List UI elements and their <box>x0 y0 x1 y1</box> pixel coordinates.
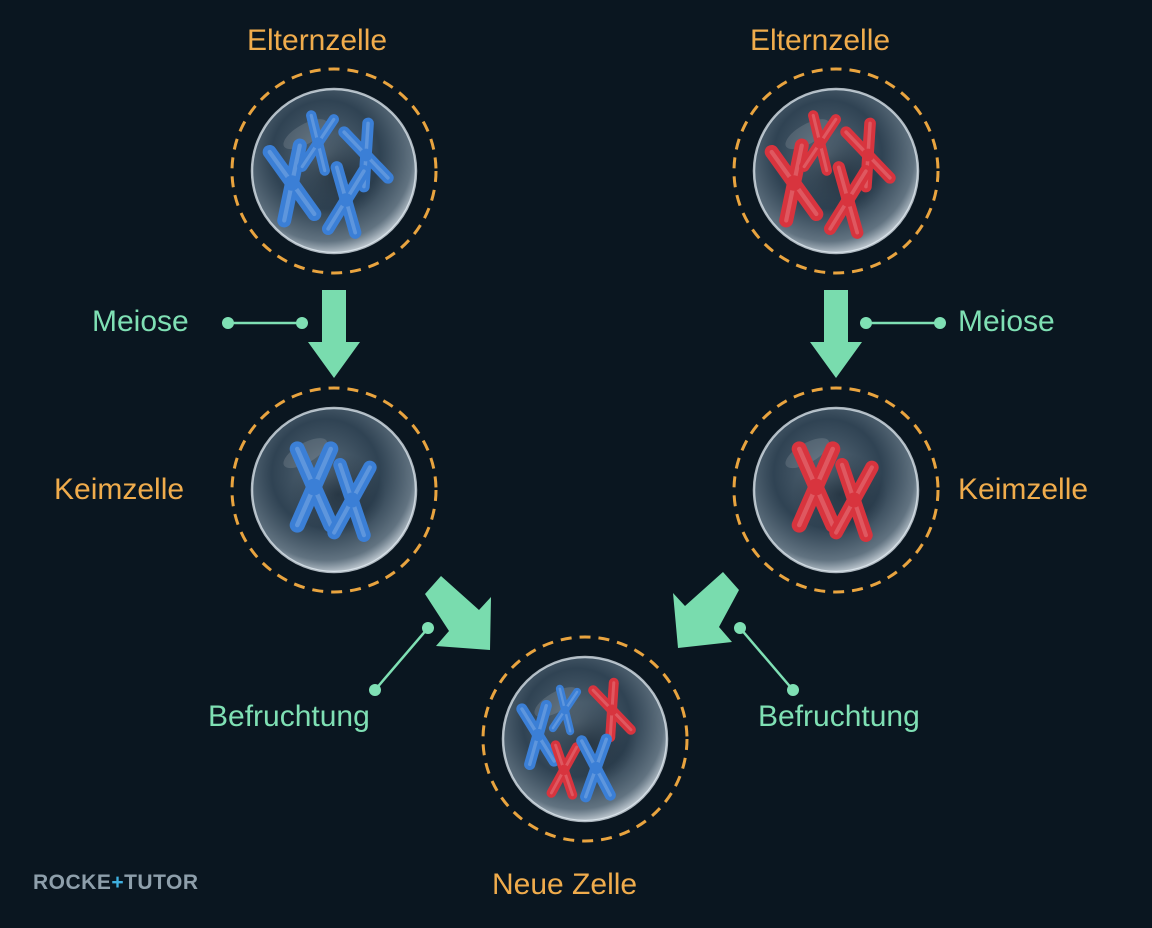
logo-plus-icon: + <box>111 871 125 894</box>
chromosome-icon <box>327 458 377 542</box>
arrow-icon <box>673 572 739 648</box>
leader-dot-icon <box>369 684 381 696</box>
leader-dot-icon <box>860 317 872 329</box>
gamete-cell-right <box>732 386 940 594</box>
leader-dot-icon <box>296 317 308 329</box>
dashed-ring-icon <box>230 67 438 275</box>
parent-cell-left <box>230 67 438 275</box>
leader-dot-icon <box>734 622 746 634</box>
arrow-icon <box>425 576 491 650</box>
chromosome-icon <box>321 161 371 239</box>
meiosis-arrow-right <box>810 290 862 378</box>
chromosome-icon <box>823 161 873 239</box>
chromosome-icon <box>829 458 879 542</box>
parent-cell-right-label: Elternzelle <box>750 24 891 57</box>
fertilization-leader-left <box>369 622 434 696</box>
meiosis-arrow-left <box>308 290 360 378</box>
rockettutor-logo: ROCKE+TUTOR <box>33 871 199 895</box>
gamete-right-label: Keimzelle <box>958 473 1089 506</box>
chromosome-icon <box>791 441 841 533</box>
gamete-left-label: Keimzelle <box>54 473 185 506</box>
fertilization-arrow-right <box>673 572 739 648</box>
logo-text-part2: TUTOR <box>124 871 199 894</box>
chromosome-icon <box>588 677 636 743</box>
chromosome-icon <box>546 740 582 800</box>
fertilization-left-label: Befruchtung <box>208 700 370 733</box>
leader-dot-icon <box>422 622 434 634</box>
chromosome-icon <box>576 733 616 803</box>
chromosome-icon <box>516 699 560 771</box>
leader-dot-icon <box>787 684 799 696</box>
chromosome-icon <box>799 110 841 176</box>
gamete-cell-left <box>230 386 438 594</box>
leader-dot-icon <box>934 317 946 329</box>
dashed-ring-icon <box>481 635 689 843</box>
arrow-icon <box>308 290 360 378</box>
meiosis-left-label: Meiose <box>92 305 189 338</box>
parent-cell-left-label: Elternzelle <box>247 24 388 57</box>
fertilization-arrow-left <box>425 576 491 650</box>
parent-cell-right <box>732 67 940 275</box>
leader-line-icon <box>374 627 429 691</box>
new-cell-label: Neue Zelle <box>492 868 638 901</box>
dashed-ring-icon <box>732 386 940 594</box>
leader-dot-icon <box>222 317 234 329</box>
meiosis-leader-right <box>860 317 946 329</box>
chromosome-icon <box>262 138 322 228</box>
leader-line-icon <box>739 627 794 691</box>
meiosis-leader-left <box>222 317 308 329</box>
chromosome-icon <box>548 684 582 736</box>
meiosis-right-label: Meiose <box>958 305 1055 338</box>
arrow-icon <box>810 290 862 378</box>
dashed-ring-icon <box>732 67 940 275</box>
dashed-ring-icon <box>230 386 438 594</box>
logo-text-part1: ROCKE <box>33 871 112 894</box>
fertilization-right-label: Befruchtung <box>758 700 920 733</box>
chromosome-icon <box>289 441 339 533</box>
new-cell <box>481 635 689 843</box>
fertilization-leader-right <box>734 622 799 696</box>
chromosome-icon <box>764 138 824 228</box>
chromosome-icon <box>297 110 339 176</box>
